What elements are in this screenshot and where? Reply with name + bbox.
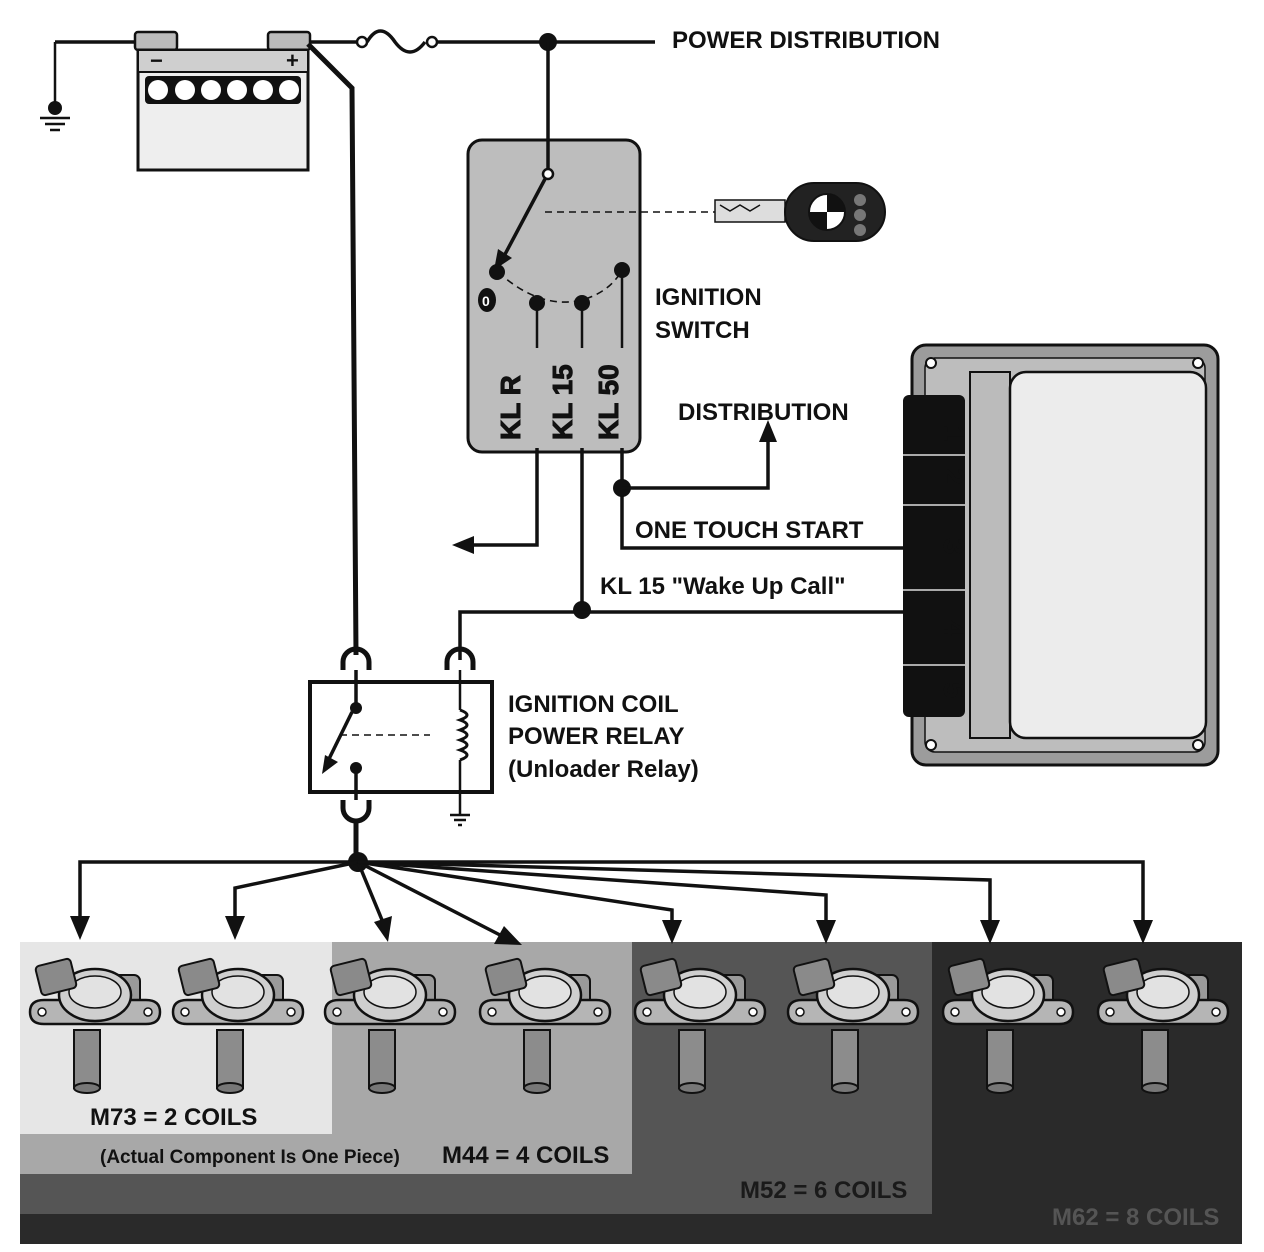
fuse-icon xyxy=(355,29,439,54)
kl-r-label: KL R xyxy=(495,375,526,440)
module-pin-4: 4 xyxy=(937,620,970,637)
ignition-coil-icon xyxy=(941,957,1075,1094)
ignition-switch-label-2: SWITCH xyxy=(655,317,750,344)
battery-minus-label: − xyxy=(150,48,163,73)
switch-zero-label: 0 xyxy=(482,293,490,309)
relay-coil-icon xyxy=(450,670,470,827)
one-touch-start-label: ONE TOUCH START xyxy=(635,517,864,544)
m44-note-label: (Actual Component Is One Piece) xyxy=(100,1147,400,1168)
kl-50-label: KL 50 xyxy=(593,364,624,440)
ignition-coils xyxy=(28,957,1230,1094)
control-module: 1 2 3 4 5 xyxy=(903,343,1220,767)
m44-label: M44 = 4 COILS xyxy=(442,1142,609,1169)
module-pin-1: 1 xyxy=(937,425,970,442)
ignition-coil-icon xyxy=(171,957,305,1094)
module-pin-2: 2 xyxy=(937,468,970,485)
ground-icon xyxy=(40,42,70,132)
coil-feed-wires xyxy=(70,860,1153,945)
module-pin-5: 5 xyxy=(937,682,970,699)
m73-label: M73 = 2 COILS xyxy=(90,1104,257,1131)
relay-label-3: (Unloader Relay) xyxy=(508,756,699,783)
m62-label: M62 = 8 COILS xyxy=(1052,1204,1219,1231)
relay-label-1: IGNITION COIL xyxy=(508,691,679,718)
relay-label-2: POWER RELAY xyxy=(508,723,684,750)
ignition-coil-icon xyxy=(633,957,767,1094)
battery-plus-label: + xyxy=(286,48,299,73)
ignition-coil-icon xyxy=(786,957,920,1094)
m52-label: M52 = 6 COILS xyxy=(740,1177,907,1204)
power-distribution-label: POWER DISTRIBUTION xyxy=(672,27,940,54)
ignition-coil-icon xyxy=(28,957,162,1094)
ignition-coil-power-relay xyxy=(308,646,494,827)
battery-icon: − + xyxy=(133,30,312,172)
module-pin-3: 3 xyxy=(937,538,970,555)
kl15-wake-up-label: KL 15 "Wake Up Call" xyxy=(600,573,846,600)
ignition-coil-icon xyxy=(1096,957,1230,1094)
distribution-label: DISTRIBUTION xyxy=(678,399,849,426)
ignition-switch: 0 KL R KL 15 KL 50 xyxy=(466,42,642,454)
key-icon xyxy=(714,182,886,242)
ignition-switch-label-1: IGNITION xyxy=(655,284,762,311)
ignition-coil-icon xyxy=(478,957,612,1094)
kl-15-label: KL 15 xyxy=(547,364,578,440)
ignition-coil-icon xyxy=(323,957,457,1094)
